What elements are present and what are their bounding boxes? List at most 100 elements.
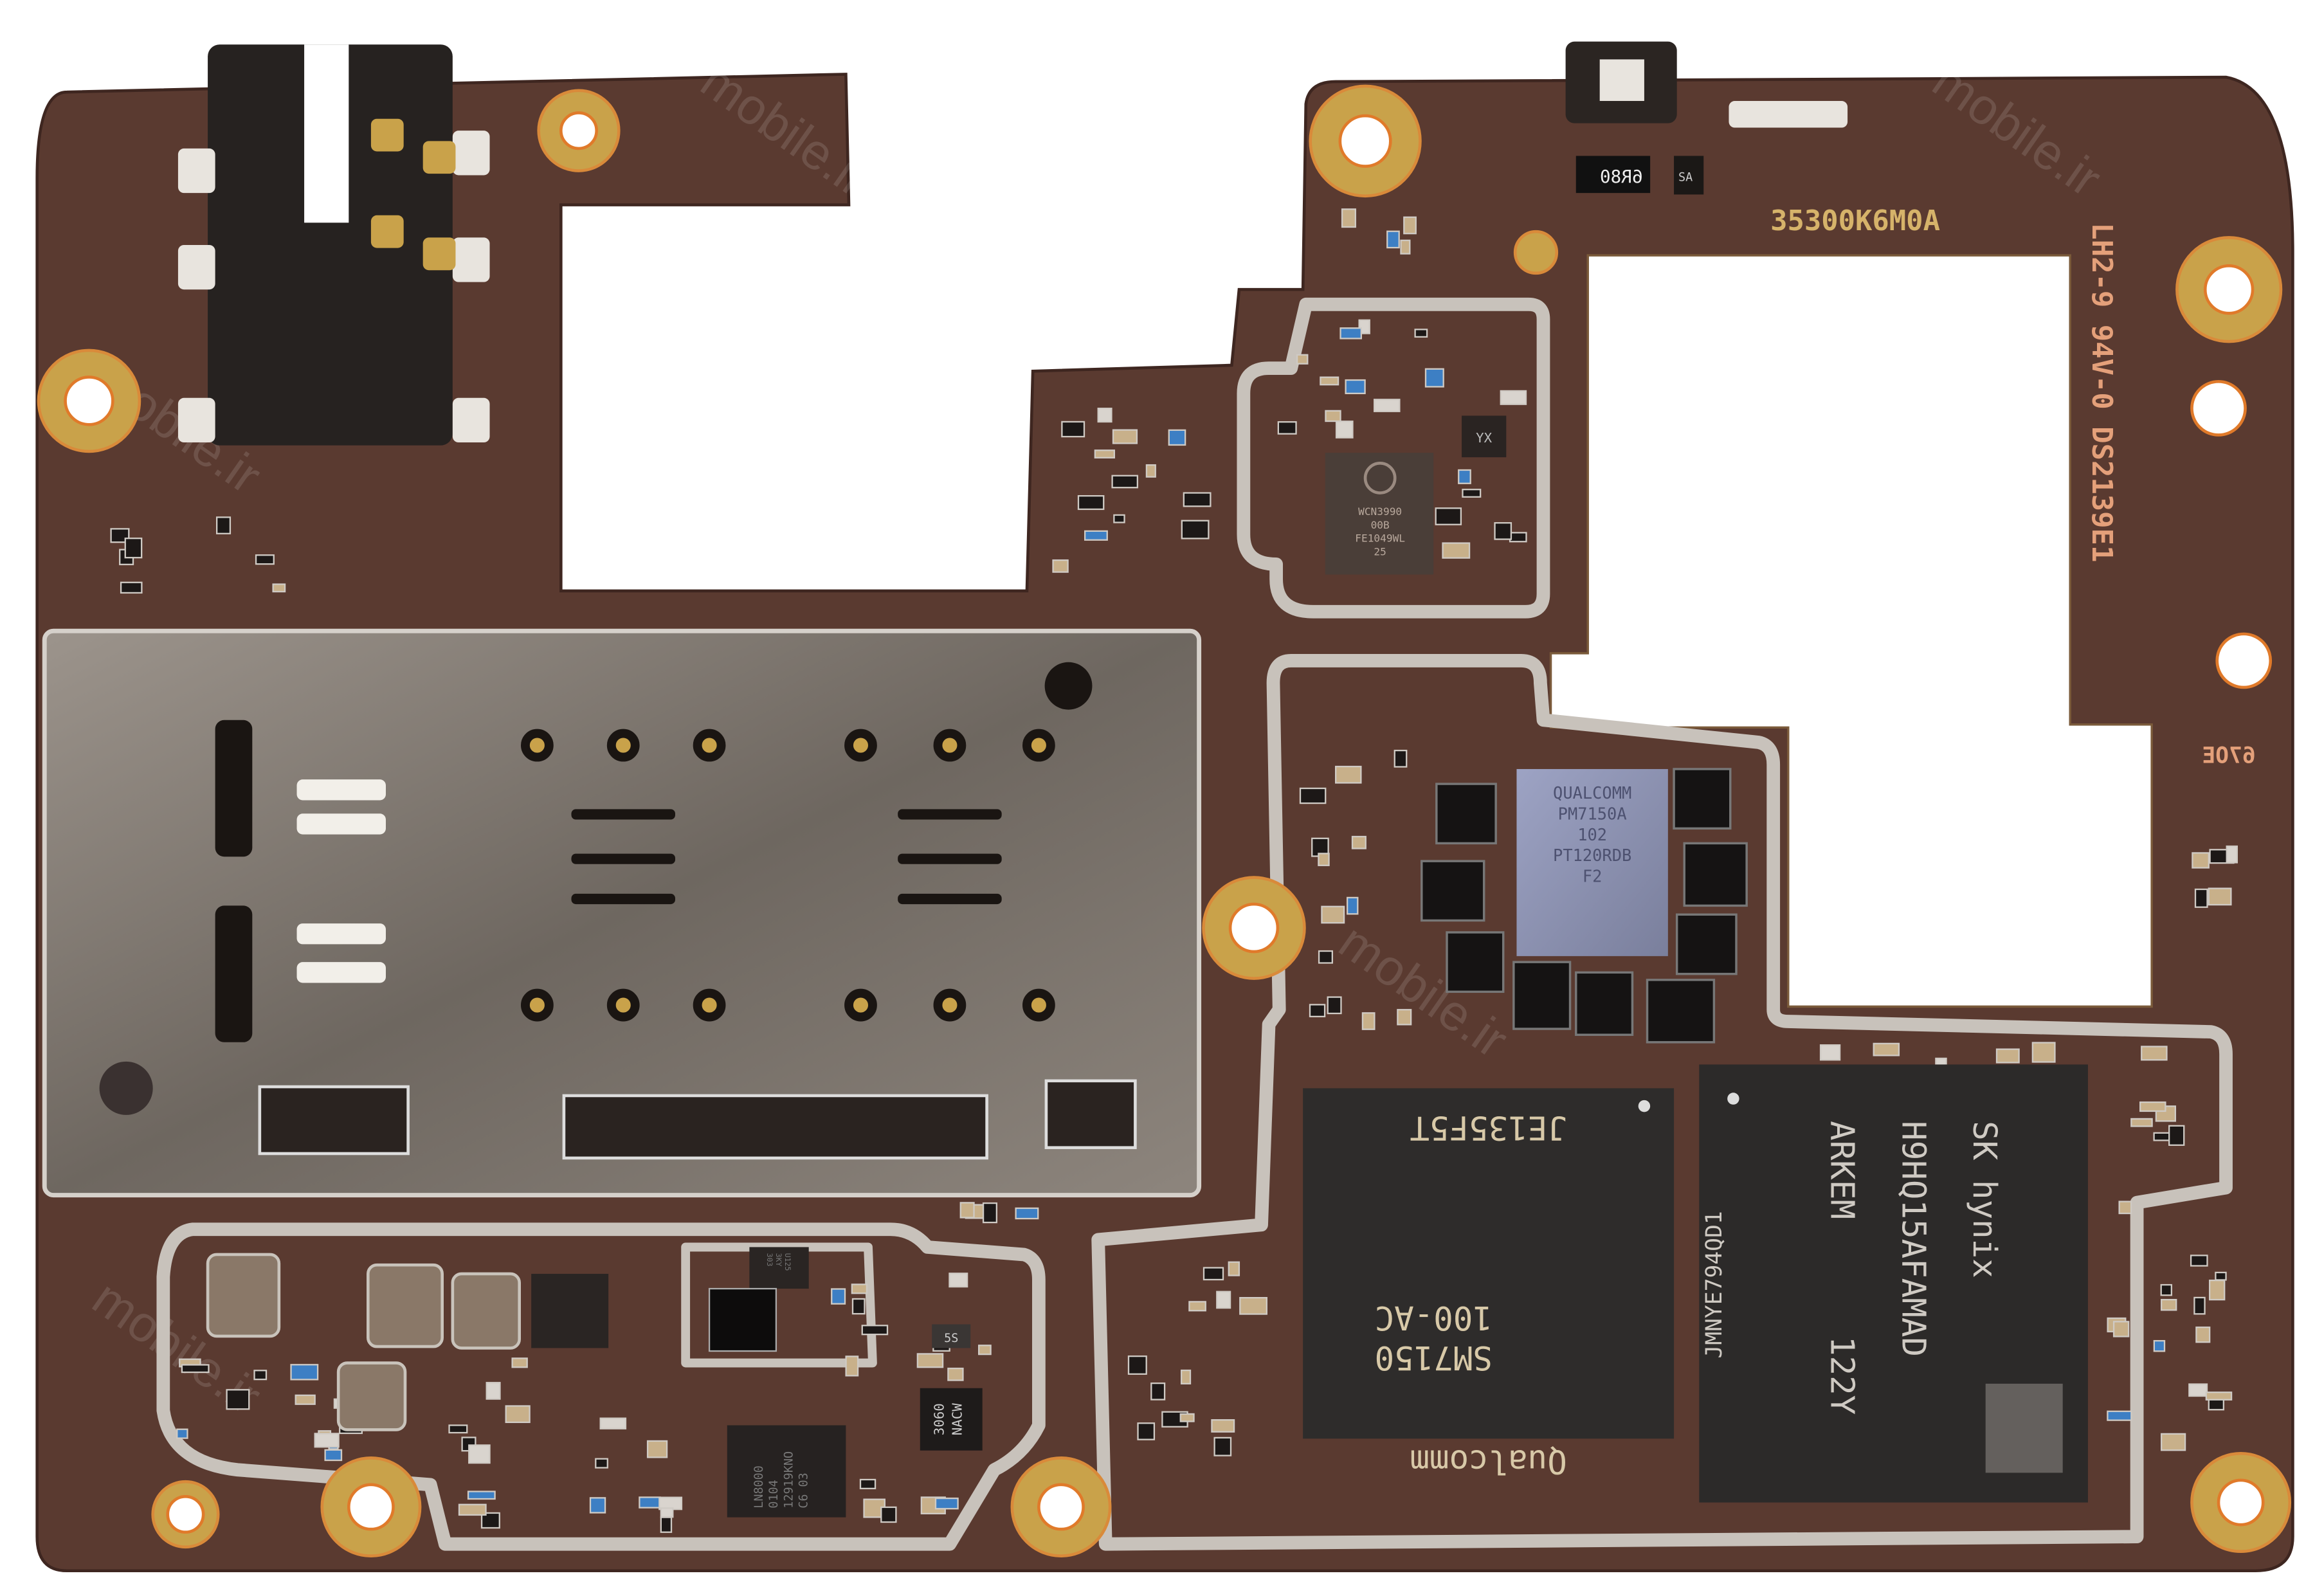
smd-component (1351, 835, 1366, 849)
smd-component (120, 581, 143, 594)
svg-text:PM7150A: PM7150A (1558, 804, 1627, 823)
smd-component (1435, 507, 1462, 525)
svg-text:25: 25 (1374, 546, 1386, 558)
smd-component (1188, 1301, 1206, 1312)
smd-component (480, 1512, 500, 1529)
smd-component (295, 1394, 316, 1405)
smd-component (255, 554, 275, 565)
smd-component (2107, 1410, 2132, 1421)
smd-component (2153, 1339, 2166, 1352)
svg-text:ARKEM: ARKEM (1824, 1121, 1862, 1219)
smd-component (1397, 1009, 1412, 1026)
svg-text:JMNYE794QD1: JMNYE794QD1 (1702, 1211, 1727, 1358)
smd-component (1347, 896, 1359, 915)
smd-component (253, 1370, 268, 1381)
smd-component (181, 1364, 210, 1374)
smd-component (2192, 852, 2210, 869)
svg-text:F2: F2 (1583, 866, 1602, 885)
smd-component (1150, 1382, 1166, 1401)
smd-component (1509, 532, 1527, 543)
smd-component (880, 1506, 897, 1523)
smd-component (1113, 514, 1125, 523)
smd-component (959, 1202, 975, 1219)
smd-component (2118, 1201, 2132, 1215)
smd-component (1414, 329, 1428, 338)
svg-text:SK hynix: SK hynix (1966, 1121, 2004, 1278)
svg-text:122Y: 122Y (1824, 1336, 1862, 1415)
smd-component (1394, 749, 1408, 768)
svg-text:WCN3990: WCN3990 (1358, 505, 1402, 518)
smd-component (1403, 216, 1417, 235)
smd-component (1458, 469, 1471, 484)
svg-text:5S: 5S (944, 1332, 958, 1345)
smd-component (1325, 410, 1341, 422)
diode-sa: SA (1674, 156, 1704, 195)
smd-component (1077, 494, 1105, 511)
smd-component (1052, 559, 1069, 573)
sim-card-tray (42, 628, 1202, 1198)
smd-component (2188, 1383, 2208, 1397)
svg-text:C6 03: C6 03 (797, 1473, 810, 1509)
smd-component (1335, 421, 1354, 439)
chip-u125: U125 3KY 303 (749, 1247, 809, 1289)
smd-component (2160, 1433, 2186, 1451)
smd-component (1168, 429, 1186, 446)
smd-component (124, 538, 143, 559)
svg-text:PT120RDB: PT120RDB (1553, 846, 1631, 865)
smd-component (1873, 1042, 1900, 1056)
smd-component (1296, 354, 1309, 365)
smd-component (458, 1503, 487, 1516)
shield-frame-wifi (1237, 297, 1550, 619)
svg-text:Qualcomm: Qualcomm (1410, 1443, 1566, 1481)
power-inductor-black (708, 1287, 777, 1352)
smd-component (1318, 853, 1330, 866)
smd-component (1995, 1048, 2020, 1064)
smd-component (982, 1202, 997, 1224)
smd-component (2160, 1299, 2177, 1311)
svg-text:NACW: NACW (949, 1403, 965, 1436)
smd-component (511, 1357, 528, 1368)
smd-component (1015, 1207, 1039, 1220)
smd-component (851, 1283, 868, 1294)
svg-text:YX: YX (1476, 430, 1492, 446)
smd-component (859, 1478, 876, 1489)
smd-component (1277, 421, 1297, 435)
smd-component (486, 1382, 501, 1400)
smd-component (1442, 542, 1471, 559)
smd-component (1345, 379, 1366, 394)
smd-component (949, 1273, 968, 1288)
smd-component (1179, 1413, 1195, 1422)
smd-component (1112, 429, 1138, 444)
smd-component (2190, 1255, 2208, 1267)
smd-component (1228, 1261, 1240, 1276)
smd-component (1400, 239, 1411, 255)
smd-component (2130, 1118, 2153, 1127)
svg-text:6R80: 6R80 (1600, 166, 1643, 187)
smd-component (1180, 1369, 1192, 1384)
smd-component (595, 1458, 608, 1469)
smd-component (1321, 905, 1345, 924)
smd-component (1239, 1297, 1267, 1315)
svg-text:0104: 0104 (767, 1480, 781, 1508)
pmic-inductors (1421, 768, 1748, 1044)
smd-component (599, 1417, 627, 1429)
svg-text:H9HQ15AFAMAD: H9HQ15AFAMAD (1894, 1121, 1932, 1357)
smd-component (1127, 1355, 1147, 1375)
svg-text:00B: 00B (1371, 519, 1390, 531)
smd-component (646, 1440, 668, 1458)
chip-ln8000: LN8000 0104 12919KNO C6 03 (727, 1425, 846, 1518)
smd-component (467, 1491, 496, 1500)
smd-component (1373, 399, 1401, 412)
smd-component (2194, 888, 2208, 908)
smd-component (1137, 1422, 1156, 1440)
smd-component (324, 1449, 343, 1462)
svg-text:FE1049WL: FE1049WL (1355, 532, 1405, 545)
smd-component (1061, 421, 1085, 438)
smd-component (845, 1356, 859, 1377)
smd-component (1216, 1291, 1231, 1309)
smd-component (1819, 1044, 1841, 1061)
smd-component (448, 1424, 468, 1434)
smd-component (1145, 464, 1156, 478)
smd-component (1327, 996, 1342, 1015)
